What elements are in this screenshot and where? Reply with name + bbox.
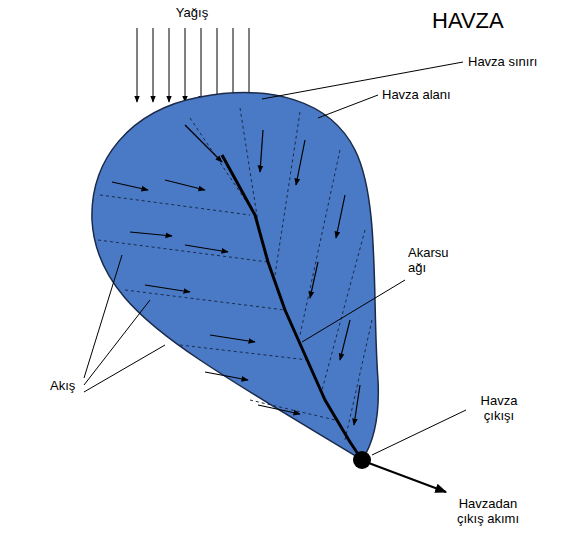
flow-arrows — [112, 125, 360, 425]
leader-lines — [84, 62, 466, 455]
stream-label: Akarsu ağı — [408, 245, 466, 275]
stream-network — [222, 155, 362, 460]
basin-shape — [92, 93, 378, 460]
rain-label: Yağış — [157, 5, 227, 20]
flow-label: Akış — [50, 378, 84, 393]
outflow-label: Havzadan çıkış akımı — [446, 496, 530, 526]
outlet-dot — [353, 451, 371, 469]
area-label: Havza alanı — [382, 87, 482, 102]
outflow-arrow — [366, 462, 446, 492]
boundary-label: Havza sınırı — [468, 54, 578, 69]
diagram-title: HAVZA — [432, 8, 504, 34]
outlet-label: Havza çıkışı — [468, 393, 530, 423]
rain-arrows — [137, 28, 249, 102]
divide-dashes — [98, 108, 372, 440]
